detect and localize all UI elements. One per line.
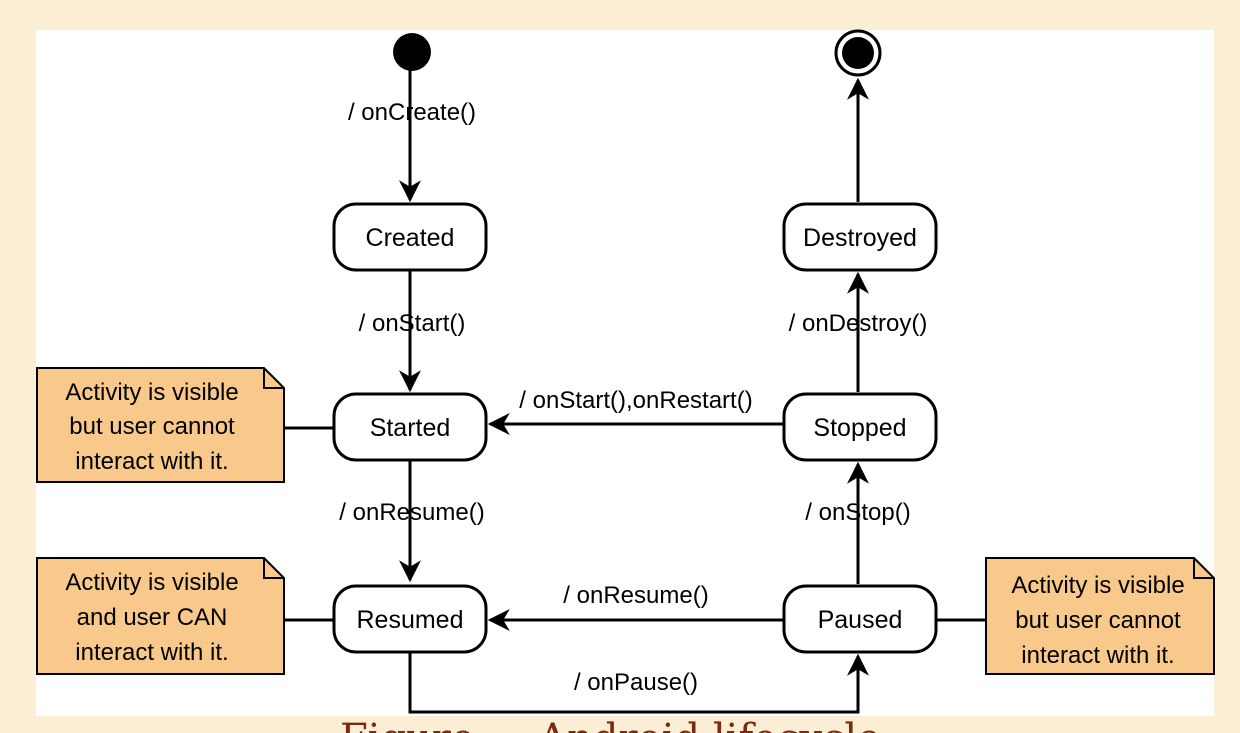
state-destroyed: Destroyed [782,202,938,272]
note-paused: Activity is visible but user cannot inte… [985,557,1215,675]
state-destroyed-label: Destroyed [803,224,917,252]
initial-state-dot [393,33,431,71]
label-on-start: / onStart() [359,310,466,337]
state-resumed-label: Resumed [357,606,464,634]
state-started-label: Started [370,414,451,442]
note-started-line-3: interact with it. [75,448,228,475]
note-paused-line-3: interact with it. [1021,642,1174,669]
state-stopped: Stopped [782,392,938,462]
label-on-create: / onCreate() [348,99,476,126]
label-on-destroy: / onDestroy() [789,310,928,337]
note-started: Activity is visible but user cannot inte… [36,367,285,483]
note-resumed-line-1: Activity is visible [65,569,238,596]
note-started-line-1: Activity is visible [65,379,238,406]
state-stopped-label: Stopped [813,414,906,442]
figure-caption: Figure ... Android lifecycle [340,716,881,733]
note-resumed-line-2: and user CAN [77,604,228,631]
final-state [834,29,882,77]
note-paused-line-2: but user cannot [1015,607,1181,634]
state-started: Started [332,392,488,462]
label-on-resume-back: / onResume() [563,582,708,609]
state-paused-label: Paused [818,606,903,634]
note-paused-line-1: Activity is visible [1011,572,1184,599]
label-on-resume: / onResume() [339,499,484,526]
state-created: Created [332,202,488,272]
state-paused: Paused [782,584,938,654]
label-on-stop: / onStop() [805,499,910,526]
state-resumed: Resumed [332,584,488,654]
label-on-restart: / onStart(),onRestart() [519,387,752,414]
label-on-pause: / onPause() [574,669,698,696]
note-resumed: Activity is visible and user CAN interac… [36,557,285,675]
state-created-label: Created [366,224,455,252]
note-resumed-line-3: interact with it. [75,639,228,666]
note-started-line-2: but user cannot [69,413,235,440]
edge-resumed-to-paused [408,652,869,714]
